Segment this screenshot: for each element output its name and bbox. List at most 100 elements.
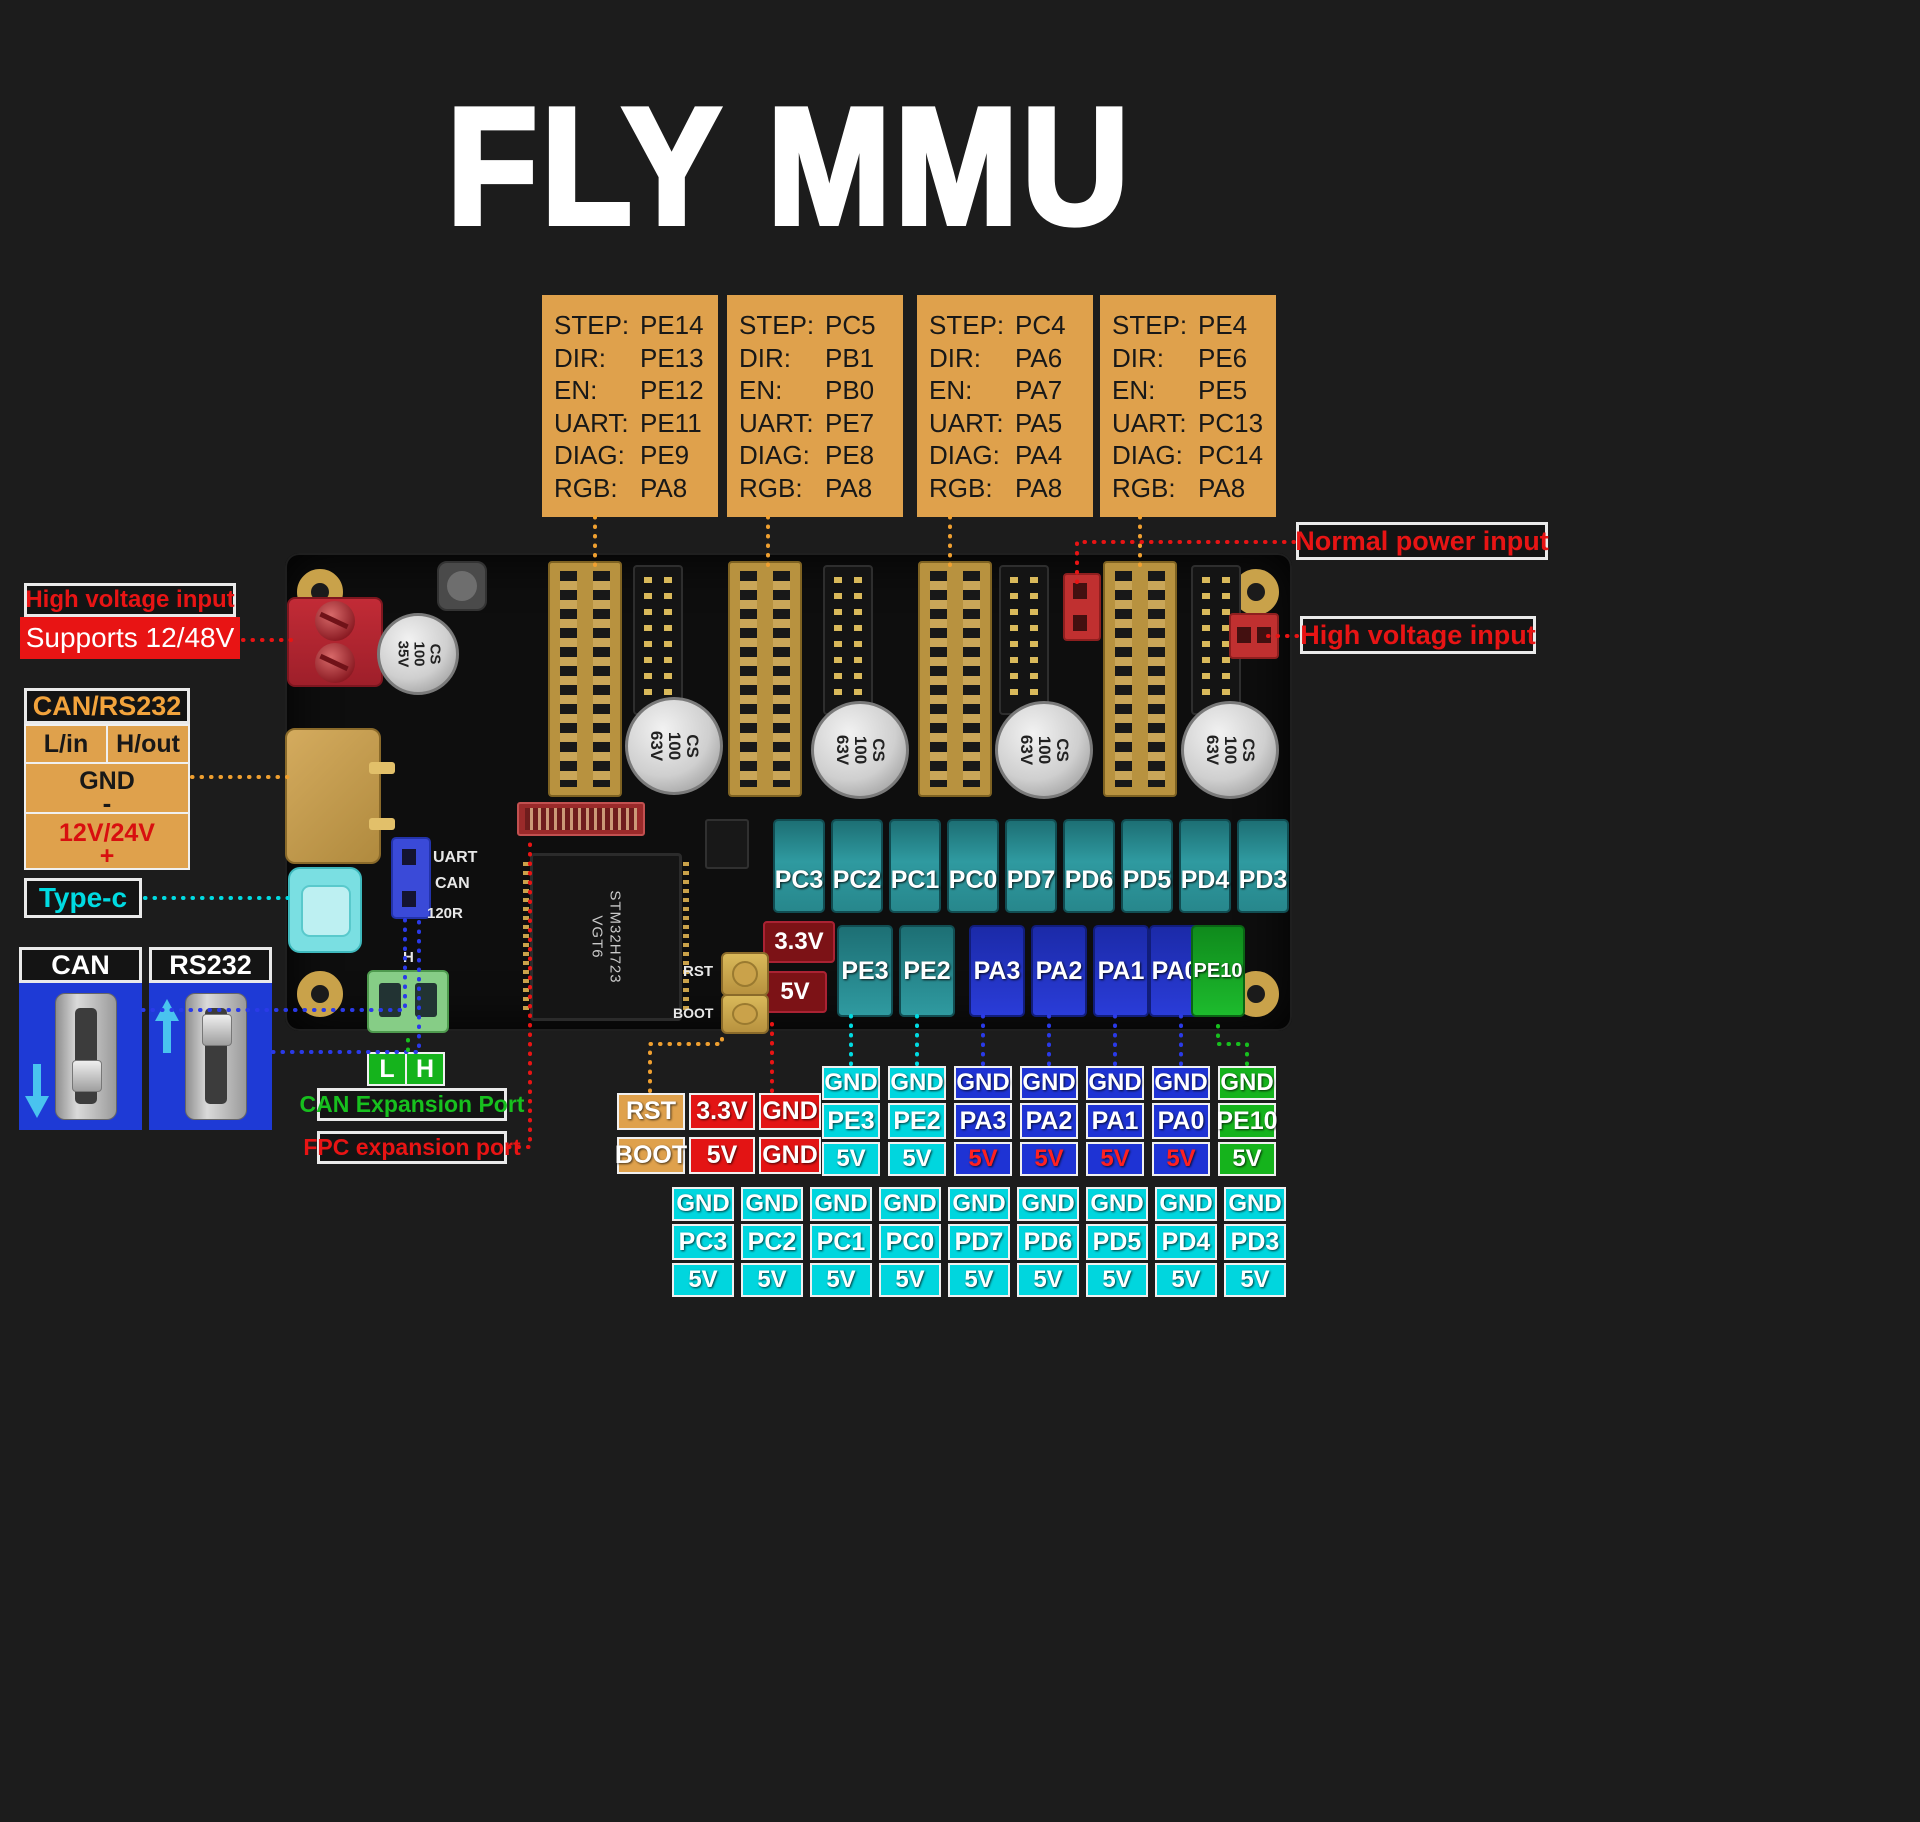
pin-value: PC4 <box>1015 310 1066 340</box>
connector-label: PD3 <box>1238 866 1288 894</box>
stepper-driver-socket-2 <box>728 561 802 797</box>
pin-label: DIR: <box>929 342 981 373</box>
pin-name-cell: PE10 <box>1216 1103 1278 1139</box>
stm32-mcu: STM32H723 VGT6 <box>523 853 689 1021</box>
gnd-cell: GND <box>1152 1066 1210 1100</box>
pin-label: DIR: <box>739 342 791 373</box>
motor-connector <box>823 565 873 715</box>
v5-cell: 5V <box>810 1263 872 1297</box>
can-expansion-connector <box>367 970 449 1033</box>
driver-pin-row: RGB:PA8 <box>929 472 1081 505</box>
supports-voltage-label: Supports 12/48V <box>20 617 240 659</box>
v12-24-cell: 12V/24V + <box>24 812 190 870</box>
pin-value: PB0 <box>825 375 875 405</box>
pin-label: DIAG: <box>554 440 625 470</box>
v5-cell: 5V <box>1152 1142 1210 1176</box>
pin-value: PE11 <box>640 407 702 438</box>
pin-name-cell: PC0 <box>879 1224 941 1260</box>
motor-connector <box>633 565 683 715</box>
driver-pin-row: DIR:PE6 <box>1112 342 1264 375</box>
pin-name-cell: PA2 <box>1020 1103 1078 1139</box>
stepper-driver-socket-4 <box>1103 561 1177 797</box>
can-l-cell: L <box>367 1052 407 1086</box>
can-silkscreen: CAN <box>435 875 470 892</box>
pin-label: DIR: <box>554 342 606 373</box>
io-connector-pd3: PD3 <box>1237 819 1289 913</box>
io-connector-pd6: PD6 <box>1063 819 1115 913</box>
pin-label: RGB: <box>554 472 618 503</box>
v5-cell: 5V <box>1086 1142 1144 1176</box>
gnd-label: GND <box>79 766 135 795</box>
pin-label: STEP: <box>929 310 1005 340</box>
boot-button <box>721 994 769 1034</box>
gnd-cell: GND <box>1086 1066 1144 1100</box>
v12-24-label: 12V/24V <box>59 818 155 847</box>
driver-pin-row: UART:PE11 <box>554 407 706 440</box>
can-rs232-pin-table: L/in H/out GND - 12V/24V + <box>24 724 190 870</box>
type-c-port <box>288 867 362 953</box>
pin-value: PA8 <box>825 472 873 503</box>
pin-value: PA4 <box>1015 440 1063 470</box>
connector-label: PE2 <box>903 956 951 985</box>
pin-label: DIAG: <box>739 440 810 470</box>
pin-value: PE5 <box>1198 375 1248 405</box>
mcu-marking: STM32H723 VGT6 <box>589 890 624 984</box>
high-voltage-input-left-label: High voltage input <box>24 583 236 617</box>
pin-name-cell: PA1 <box>1086 1103 1144 1139</box>
pin-value: PE8 <box>825 440 875 470</box>
v5-cell: 5V <box>1020 1142 1078 1176</box>
io-connector-pe3: PE3 <box>837 925 893 1017</box>
capacitor-marking: CS 100 63V <box>647 730 702 762</box>
pin-value: PE14 <box>640 310 704 340</box>
connector-label: PD7 <box>1006 866 1056 894</box>
high-voltage-terminal <box>287 597 383 687</box>
capacitor-marking: CS 100 63V <box>1017 734 1072 766</box>
capacitor-marking: CS 100 63V <box>833 734 888 766</box>
connector-label: PD4 <box>1180 866 1230 894</box>
5v-header: 5V <box>763 971 827 1013</box>
pin-name-cell: PD7 <box>948 1224 1010 1260</box>
v5-cell: 5V <box>1218 1142 1276 1176</box>
io-connector-pc2: PC2 <box>831 819 883 913</box>
gnd-cell: GND <box>1020 1066 1078 1100</box>
gnd-cell: GND <box>759 1137 821 1174</box>
pin-name-cell: PD5 <box>1086 1224 1148 1260</box>
connector-label: PD5 <box>1122 866 1172 894</box>
io-connector-pc1: PC1 <box>889 819 941 913</box>
can-rs232-row: L/in H/out <box>24 724 190 764</box>
terminal-screw <box>315 601 355 641</box>
rs232-connector-picture <box>149 983 272 1130</box>
120r-silkscreen: 120R <box>427 905 463 922</box>
gnd-cell: GND <box>810 1187 872 1221</box>
pin-value: PA6 <box>1015 342 1063 373</box>
fpc-connector <box>517 802 645 836</box>
driver-pin-row: STEP:PE4 <box>1112 309 1264 342</box>
capacitor-63v: CS 100 63V <box>995 701 1093 799</box>
driver-pin-row: EN:PB0 <box>739 374 891 407</box>
driver-pin-row: EN:PE12 <box>554 374 706 407</box>
type-c-shell <box>301 885 351 937</box>
pin-name-cell: PE2 <box>888 1103 946 1139</box>
pin-label: EN: <box>554 375 598 405</box>
capacitor-35v: CS 100 35V <box>377 613 459 695</box>
pin-name-cell: PD3 <box>1224 1224 1286 1260</box>
v5-cell: 5V <box>888 1142 946 1176</box>
io-connector-pa2: PA2 <box>1031 925 1087 1017</box>
pin-value: PA5 <box>1015 407 1063 438</box>
pin-name-cell: PC3 <box>672 1224 734 1260</box>
gnd-cell: GND <box>741 1187 803 1221</box>
driver-pin-row: DIAG: PE8 <box>739 439 891 472</box>
pin-value: PA8 <box>640 472 688 503</box>
pin-name-cell: PC1 <box>810 1224 872 1260</box>
mounting-hole <box>297 971 343 1017</box>
